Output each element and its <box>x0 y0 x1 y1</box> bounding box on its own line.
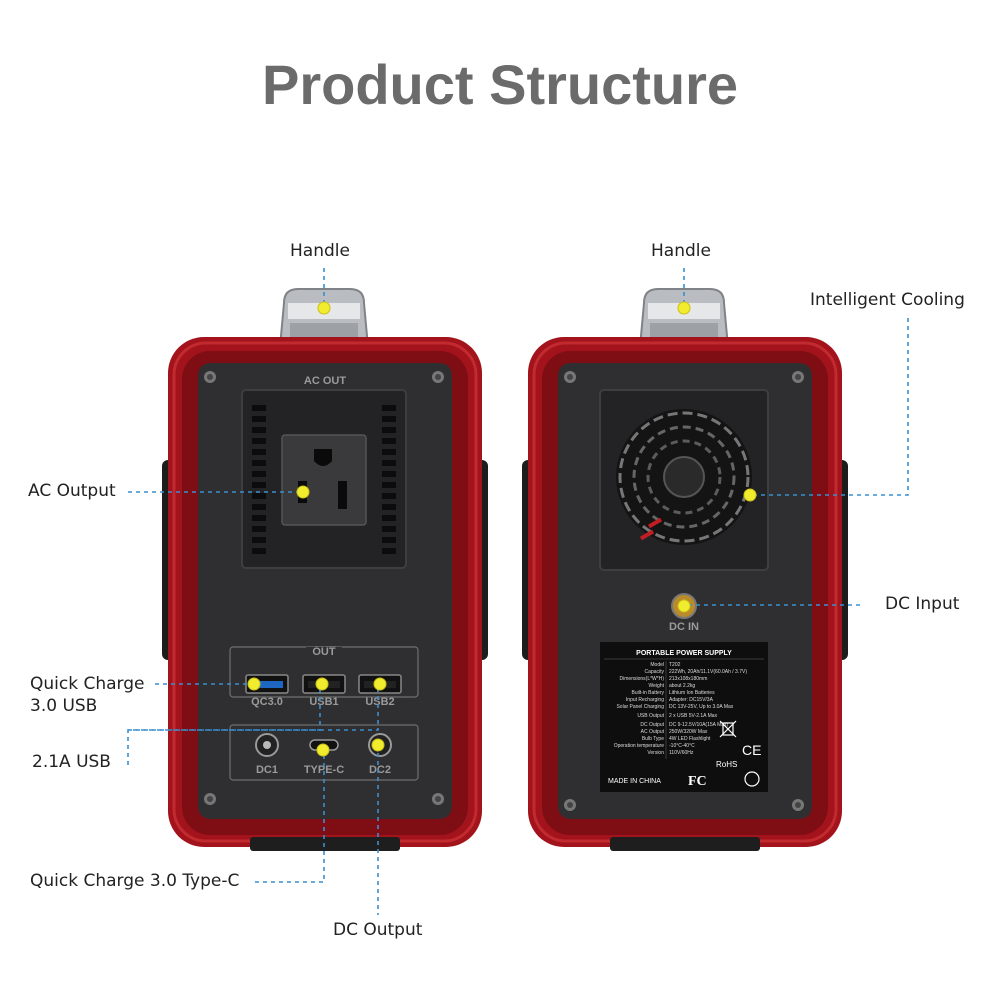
cooling-fan <box>616 409 752 545</box>
page-title: Product Structure <box>261 53 739 116</box>
spec-plate: PORTABLE POWER SUPPLY Model T202 Capacity… <box>600 642 768 792</box>
dc1-text: DC1 <box>256 764 278 776</box>
marker-ac-output <box>296 485 310 499</box>
svg-text:213x108x180mm: 213x108x180mm <box>669 676 707 682</box>
callout-ac-output: AC Output <box>28 481 116 501</box>
ce-mark: CE <box>742 742 761 758</box>
handle-left <box>278 288 370 348</box>
marker-usb2 <box>373 677 387 691</box>
svg-text:4W LED Flashlight: 4W LED Flashlight <box>669 736 711 742</box>
callout-usb-21a: 2.1A USB <box>32 752 111 772</box>
made-in-china: MADE IN CHINA <box>608 778 661 785</box>
marker-dc-output <box>371 738 385 752</box>
callout-intelligent-cooling: Intelligent Cooling <box>810 290 965 310</box>
spec-heading: PORTABLE POWER SUPPLY <box>636 650 732 657</box>
svg-text:Operation temperature: Operation temperature <box>614 743 665 749</box>
power-station-back: DC IN PORTABLE POWER SUPPLY Model T202 Ca… <box>522 288 848 851</box>
rohs-mark: RoHS <box>716 760 737 769</box>
svg-text:DC Output: DC Output <box>640 722 664 728</box>
svg-text:Weight: Weight <box>649 683 665 689</box>
marker-dc-input <box>677 599 691 613</box>
ac-out-label: AC OUT <box>304 375 346 387</box>
svg-text:T202: T202 <box>669 662 681 668</box>
fc-mark: FC <box>688 774 707 789</box>
qc30-text: QC3.0 <box>251 696 283 708</box>
dc1-port <box>255 733 279 757</box>
svg-text:222Wh, 20Ah/11.1V(60.0Ah / 3.7: 222Wh, 20Ah/11.1V(60.0Ah / 3.7V) <box>669 669 747 675</box>
callout-handle-left: Handle <box>290 241 350 261</box>
marker-handle-left <box>317 301 331 315</box>
typec-text: TYPE-C <box>304 764 344 776</box>
usb2-text: USB2 <box>365 696 394 708</box>
svg-text:Built-in Battery: Built-in Battery <box>631 690 664 696</box>
handle-right <box>638 288 730 348</box>
dc-in-text: DC IN <box>669 621 699 633</box>
callout-qc-usb-line2: 3.0 USB <box>30 696 98 716</box>
marker-cooling <box>743 488 757 502</box>
svg-text:DC 13V-25V, Up to 3.0A Max: DC 13V-25V, Up to 3.0A Max <box>669 704 734 710</box>
usb1-text: USB1 <box>309 696 338 708</box>
marker-typec <box>316 743 330 757</box>
svg-text:Lithium Ion Batteries: Lithium Ion Batteries <box>669 690 715 696</box>
power-station-front: AC OUT OUT OUT QC3.0 USB1 USB2 <box>162 288 488 851</box>
svg-text:USB Output: USB Output <box>637 713 664 719</box>
svg-text:-10°C-40°C: -10°C-40°C <box>669 743 695 749</box>
marker-usb1 <box>315 677 329 691</box>
svg-text:Bulb Type: Bulb Type <box>642 736 664 742</box>
callout-dc-output: DC Output <box>333 920 423 940</box>
marker-handle-right <box>677 301 691 315</box>
svg-text:Solar Panel Charging: Solar Panel Charging <box>616 704 664 710</box>
svg-text:Adapter: DC15V/3A: Adapter: DC15V/3A <box>669 697 714 703</box>
svg-text:OUT: OUT <box>312 646 336 658</box>
dc2-text: DC2 <box>369 764 391 776</box>
recycle-icon <box>744 771 760 787</box>
marker-qc-usb <box>247 677 261 691</box>
callout-qc-usb-line1: Quick Charge <box>30 674 145 694</box>
svg-text:DC 9-12.5V/10A(15A Max): DC 9-12.5V/10A(15A Max) <box>669 722 729 728</box>
svg-text:Input Recharging: Input Recharging <box>626 697 664 703</box>
callout-handle-right: Handle <box>651 241 711 261</box>
svg-text:Dimensions(L*W*H): Dimensions(L*W*H) <box>620 676 665 682</box>
svg-text:about 2.2kg: about 2.2kg <box>669 683 695 689</box>
svg-text:2 x USB 5V-2.1A Max: 2 x USB 5V-2.1A Max <box>669 713 718 719</box>
svg-text:Model: Model <box>650 662 664 668</box>
svg-text:Capacity: Capacity <box>645 669 665 675</box>
svg-text:AC Output: AC Output <box>641 729 665 735</box>
callout-dc-input: DC Input <box>885 594 960 614</box>
wheelie-bin-icon <box>719 720 737 738</box>
svg-text:110V/60Hz: 110V/60Hz <box>669 750 694 756</box>
svg-text:Version: Version <box>647 750 664 756</box>
svg-text:250W/320W Max: 250W/320W Max <box>669 729 708 735</box>
callout-qc-typec: Quick Charge 3.0 Type-C <box>30 871 240 891</box>
